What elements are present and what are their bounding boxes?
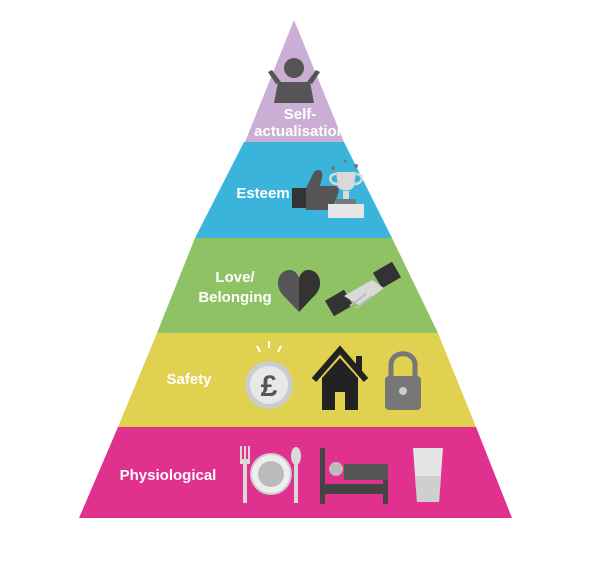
plate-icon	[250, 453, 292, 495]
spoon-icon	[291, 447, 301, 503]
label-esteem: Esteem	[236, 185, 289, 202]
trophy-icon	[328, 159, 364, 218]
label-self-actualisation-line-1: Self-	[284, 106, 317, 123]
label-safety: Safety	[166, 371, 212, 388]
pound-coin-icon: £	[245, 341, 293, 409]
bed-icon	[320, 448, 388, 504]
svg-text:£: £	[261, 370, 278, 403]
tier-self-actualisation	[245, 20, 344, 142]
person-icon	[268, 58, 320, 103]
label-physiological: Physiological	[120, 467, 217, 484]
heart-icon	[277, 269, 321, 312]
padlock-icon	[385, 351, 421, 410]
glass-icon	[413, 448, 443, 502]
label-love-belonging-line-2: Belonging	[198, 289, 271, 306]
house-icon	[311, 345, 369, 410]
fork-icon	[240, 446, 250, 503]
thumbs-up-icon	[292, 170, 339, 210]
label-love-belonging-line-1: Love/	[215, 269, 255, 286]
label-self-actualisation-line-2: actualisation	[254, 123, 346, 140]
handshake-icon	[324, 261, 402, 317]
